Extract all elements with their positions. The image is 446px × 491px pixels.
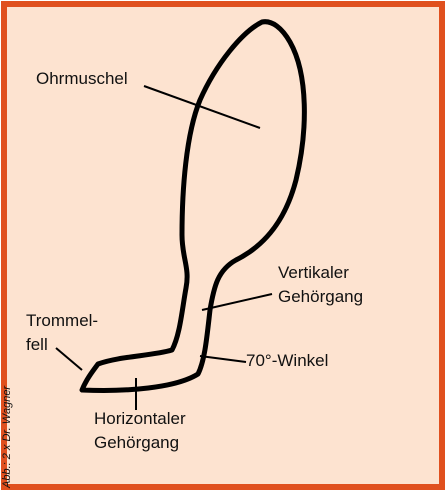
label-vertikaler-gehoergang: Gehörgang [278, 287, 363, 306]
label-ohrmuschel: Ohrmuschel [36, 69, 128, 88]
label-trommelfell-2: fell [26, 335, 48, 354]
label-vertikaler: Vertikaler [278, 263, 349, 282]
label-horizontaler-gehoergang: Gehörgang [94, 433, 179, 452]
label-horizontaler: Horizontaler [94, 409, 186, 428]
label-70-winkel: 70°-Winkel [246, 351, 328, 370]
label-trommelfell-1: Trommel- [26, 311, 98, 330]
image-credit: Abb.: 2 x Dr. Wagner [1, 385, 13, 489]
